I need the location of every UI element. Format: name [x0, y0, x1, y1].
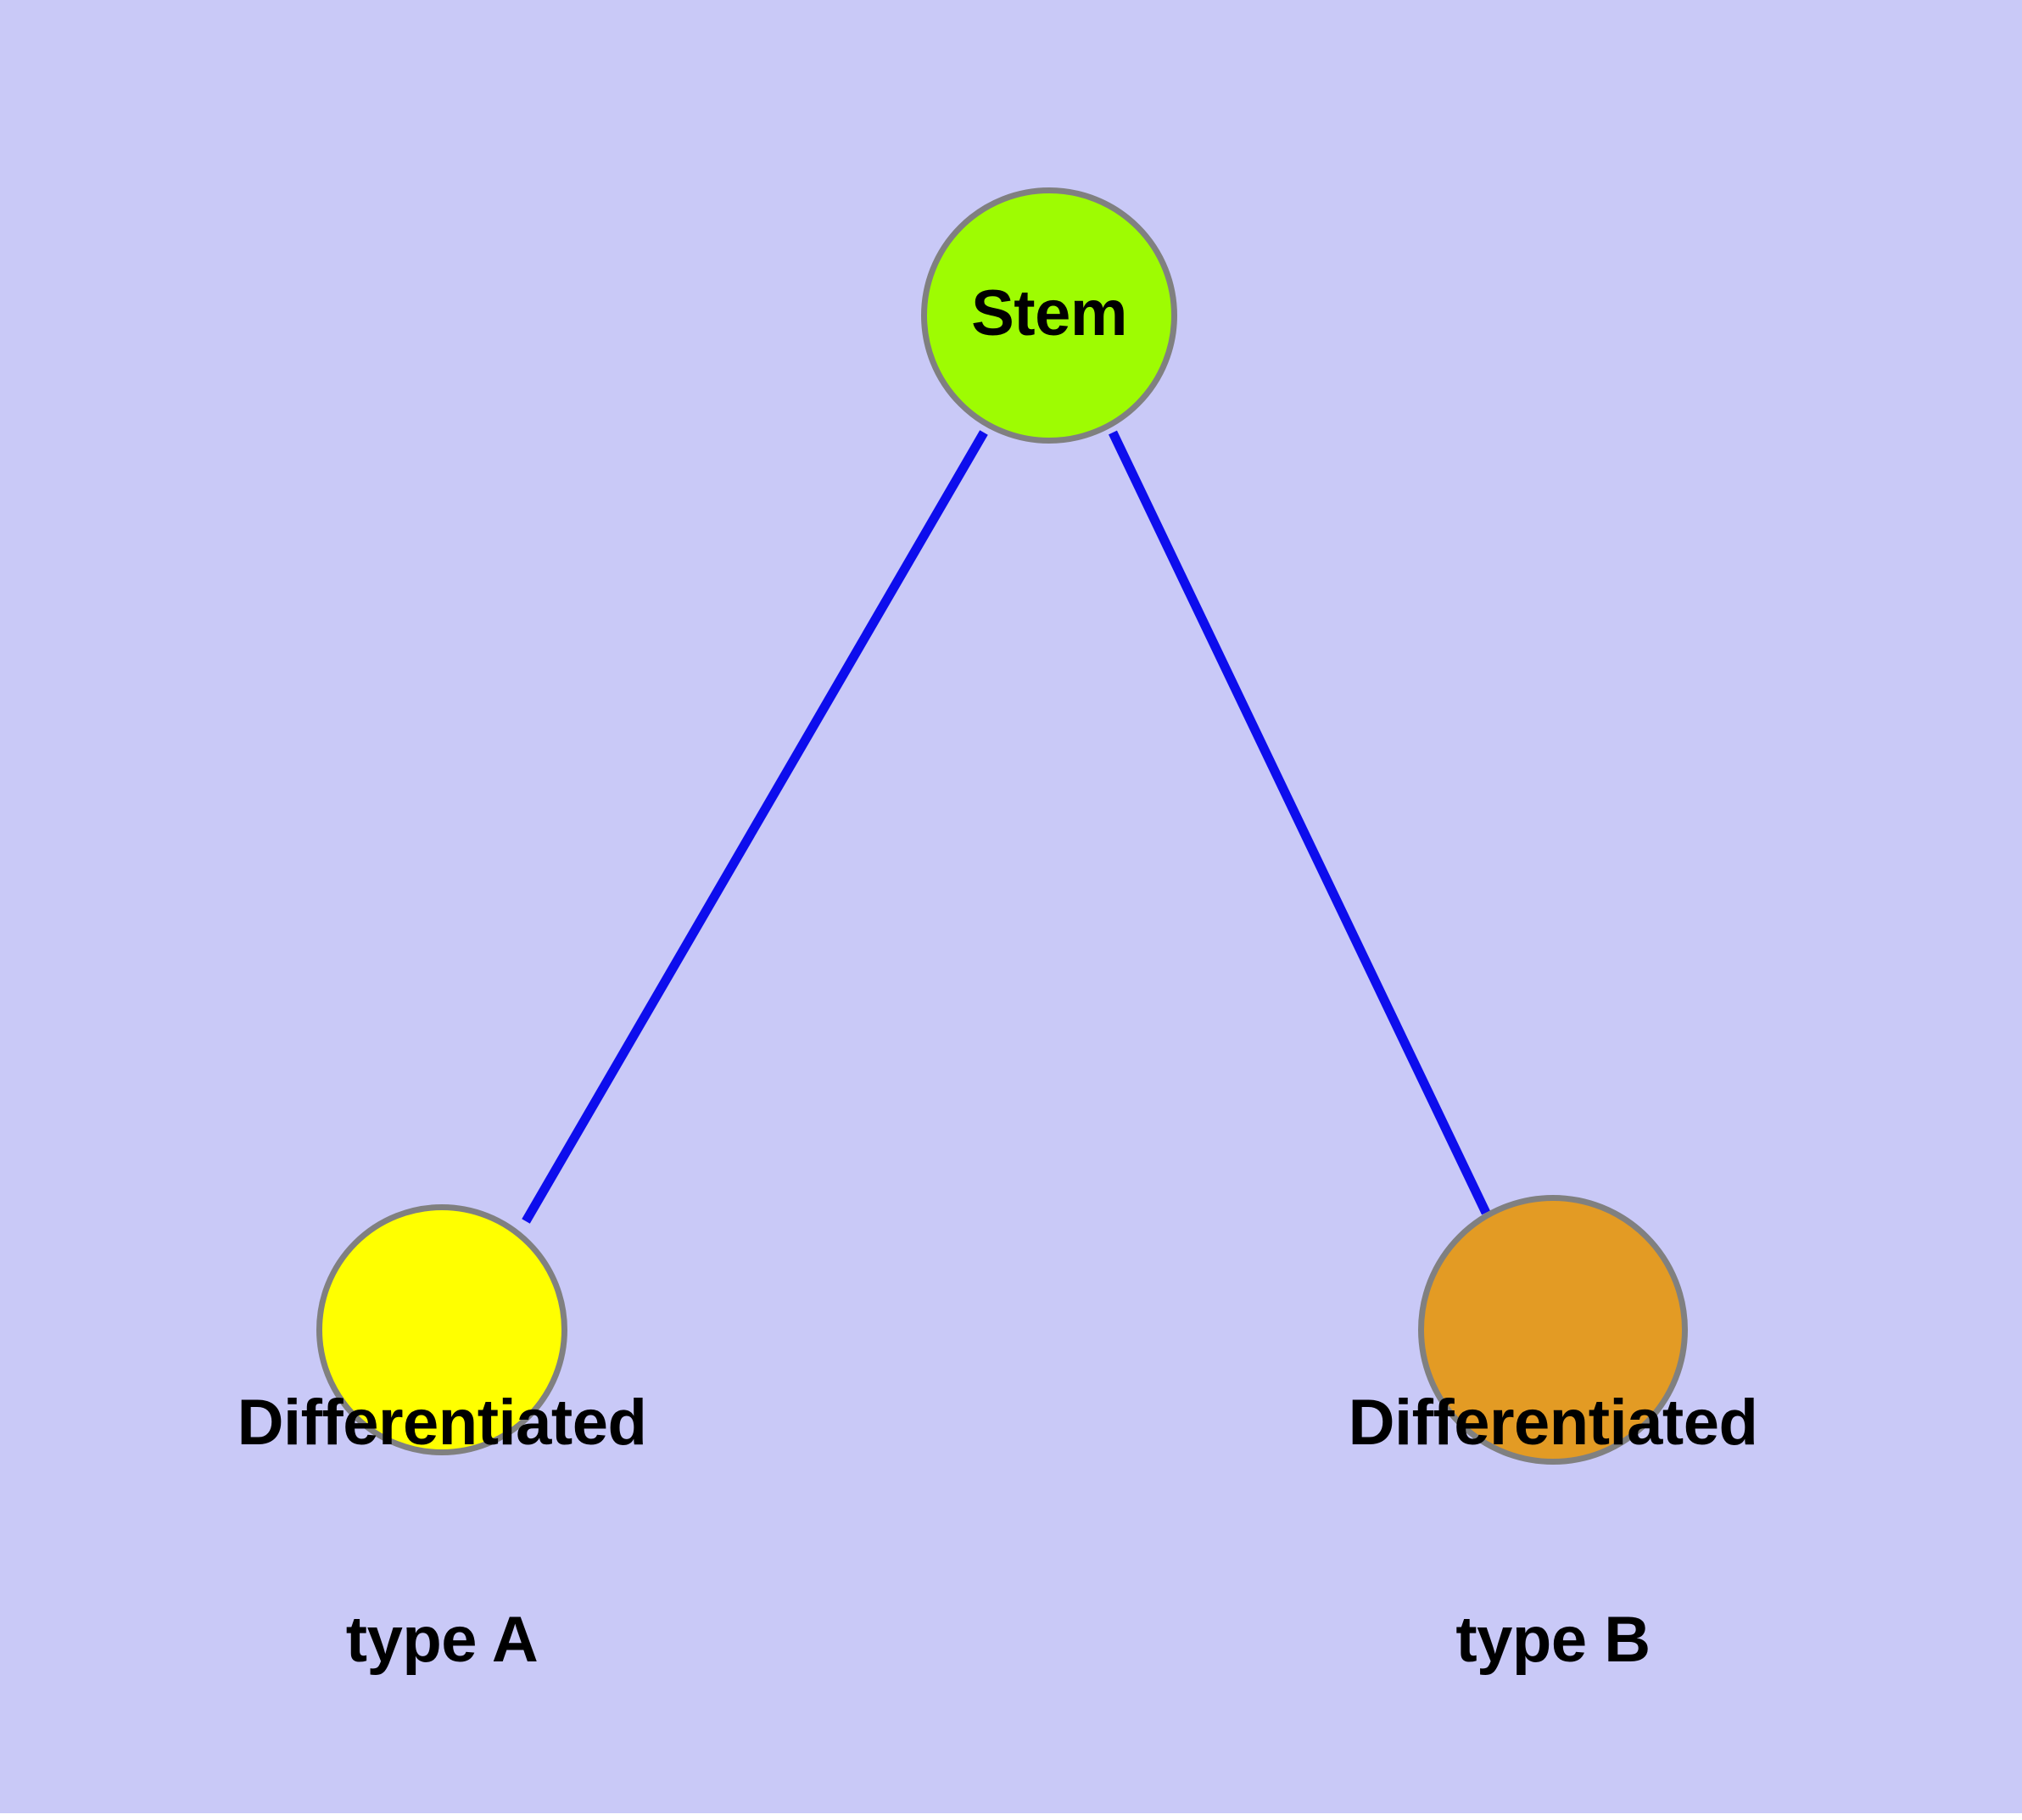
- node-differentiated-type-a[interactable]: [316, 1204, 567, 1455]
- edge-stem-to-differentiated-type-b: [1109, 430, 1490, 1215]
- edge-stem-to-differentiated-type-a: [522, 430, 988, 1224]
- node-stem[interactable]: [921, 187, 1177, 444]
- node-differentiated-type-b[interactable]: [1418, 1195, 1688, 1465]
